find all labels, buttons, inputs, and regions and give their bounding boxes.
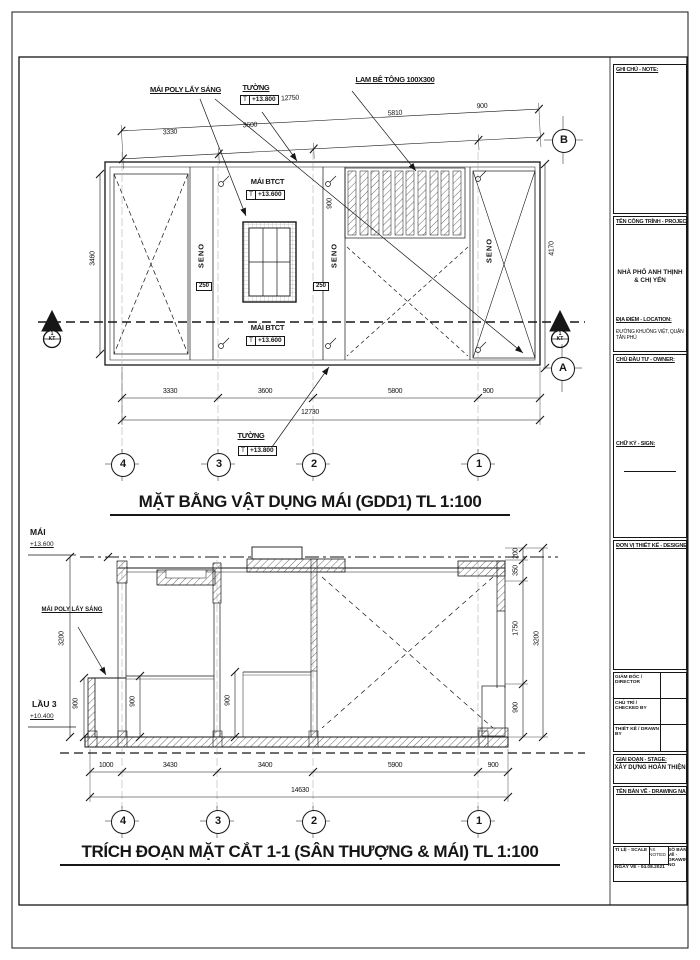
titleblock-designer-box: ĐƠN VỊ THIẾT KẾ - DESIGNER: xyxy=(613,540,687,670)
rail-dim-1: 900 xyxy=(72,698,80,709)
titleblock-project-box: TÊN CÔNG TRÌNH - PROJECT: NHÀ PHỐ ANH TH… xyxy=(613,216,687,352)
drawing-no-label: SỐ BẢN VẼ - DRAWING NO xyxy=(668,848,687,868)
section-dim-5900: 5900 xyxy=(387,762,403,769)
date-label: NGÀY VẼ - 04.08.2021 xyxy=(615,865,665,870)
scale-label: TỈ LỆ - SCALE xyxy=(614,847,650,865)
dim-right-4170: 4170 xyxy=(548,241,556,256)
titleblock-owner-box: CHỦ ĐẦU TƯ - OWNER: CHỮ KÝ - SIGN: xyxy=(613,354,687,538)
dim-bottom-3: 5800 xyxy=(387,388,403,395)
grid-bubble-2: 2 xyxy=(302,453,326,477)
rail-dim-3: 900 xyxy=(224,695,232,706)
plan-btct-label-bottom: MÁI BTCT xyxy=(250,323,285,332)
stage-box: GIAI ĐOẠN - STAGE: XÂY DỰNG HOÀN THIỆN xyxy=(613,754,687,784)
scale-value: AS NOTED xyxy=(648,847,669,865)
grid-bubble-b: B xyxy=(552,129,576,153)
section-poly-label: MÁI POLY LẤY SÁNG xyxy=(41,607,103,613)
titleblock-note-box: GHI CHÚ - NOTE: xyxy=(613,64,687,214)
dim-bottom-1: 3330 xyxy=(162,388,178,395)
scale-date-box: TỈ LỆ - SCALE AS NOTED SỐ BẢN VẼ - DRAWI… xyxy=(613,846,687,882)
section-roof-level: +13.600 xyxy=(30,541,54,548)
plan-wall-label-top: TƯỜNG xyxy=(242,83,270,92)
section-dim-3400: 3400 xyxy=(257,762,273,769)
project-name: NHÀ PHỐ ANH THỊNH & CHỊ YẾN xyxy=(617,269,683,284)
sign-header: CHỮ KÝ - SIGN: xyxy=(616,441,656,447)
drawn-label: THIẾT KẾ / DRAWN BY xyxy=(614,725,661,751)
plan-poly-label: MÁI POLY LẤY SÁNG xyxy=(149,85,222,94)
plan-btct-label-top: MÁI BTCT xyxy=(250,177,285,186)
btct-level-tag-top: T+13.600 xyxy=(246,190,285,200)
plan-title: MẶT BẰNG VẬT DỤNG MÁI (GDD1) TL 1:100 xyxy=(110,492,510,516)
section-dim-1000: 1000 xyxy=(98,762,114,769)
wall-level-tag-top: T+13.800 xyxy=(240,95,279,105)
seno-width-tag-right: 250 xyxy=(313,282,330,291)
rail-dim-2: 900 xyxy=(129,696,137,707)
note-header: GHI CHÚ - NOTE: xyxy=(616,67,659,73)
plan-louver-label: LAM BÊ TÔNG 100X300 xyxy=(355,75,435,84)
director-row: GIÁM ĐỐC / DIRECTOR xyxy=(613,672,687,700)
stage-header: GIAI ĐOẠN - STAGE: xyxy=(616,757,667,763)
section-dim-350: 350 xyxy=(512,565,520,576)
signature-line xyxy=(624,471,676,472)
section-dim-900-bottom: 900 xyxy=(487,762,499,769)
drawing-name-box: TÊN BẢN VẼ - DRAWING NAME: xyxy=(613,786,687,844)
grid-bubble-4: 4 xyxy=(111,453,135,477)
seno-label-right: SENO xyxy=(484,237,494,264)
seno-label-mid: SENO xyxy=(329,242,339,269)
section-lau3-label: LẦU 3 xyxy=(32,699,57,709)
btct-level-tag-bottom: T+13.600 xyxy=(246,336,285,346)
drawing-name-header: TÊN BẢN VẼ - DRAWING NAME: xyxy=(616,789,686,795)
grid-bubble-a: A xyxy=(551,357,575,381)
section-bubble-3: 3 xyxy=(206,810,230,834)
section-roof-label: MÁI xyxy=(30,527,46,537)
section-bubble-2: 2 xyxy=(302,810,326,834)
section-dim-3430: 3430 xyxy=(162,762,178,769)
section-dim-left-3200: 3200 xyxy=(58,631,66,646)
seno-width-tag-left: 250 xyxy=(196,282,213,291)
seno-label-left: SENO xyxy=(196,242,206,269)
owner-header: CHỦ ĐẦU TƯ - OWNER: xyxy=(616,357,675,363)
plan-wall-label-bottom: TƯỜNG xyxy=(237,431,265,440)
project-header: TÊN CÔNG TRÌNH - PROJECT: xyxy=(616,219,687,225)
dim-total-bottom: 12730 xyxy=(301,409,319,416)
dim-900-louver: 900 xyxy=(326,198,334,209)
section-dim-total: 14630 xyxy=(291,787,309,794)
drawn-row: THIẾT KẾ / DRAWN BY xyxy=(613,724,687,752)
grid-bubble-1: 1 xyxy=(467,453,491,477)
section-bubble-1: 1 xyxy=(467,810,491,834)
section-lau3-level: +10.400 xyxy=(30,713,54,720)
director-label: GIÁM ĐỐC / DIRECTOR xyxy=(614,673,661,699)
checked-label: CHỦ TRÌ / CHECKED BY xyxy=(614,699,661,725)
location-header: ĐỊA ĐIỂM - LOCATION: xyxy=(616,317,672,323)
checked-row: CHỦ TRÌ / CHECKED BY xyxy=(613,698,687,726)
dim-bottom-4: 900 xyxy=(482,388,494,395)
designer-header: ĐƠN VỊ THIẾT KẾ - DESIGNER: xyxy=(616,543,687,549)
dim-bottom-2: 3600 xyxy=(257,388,273,395)
section-dim-1750: 1750 xyxy=(512,621,520,636)
section-dim-900-right: 900 xyxy=(512,702,520,713)
wall-level-tag-bottom: T+13.800 xyxy=(238,446,277,456)
section-bubble-4: 4 xyxy=(111,810,135,834)
section-dim-3200-right: 3200 xyxy=(533,631,541,646)
location-value: ĐƯỜNG KHUÔNG VIỆT, QUẬN TÂN PHÚ xyxy=(616,329,684,341)
grid-bubble-3: 3 xyxy=(207,453,231,477)
dim-left-3460: 3460 xyxy=(89,251,97,266)
stage-value: XÂY DỰNG HOÀN THIỆN xyxy=(614,765,686,771)
section-title: TRÍCH ĐOẠN MẶT CẮT 1-1 (SÂN THƯỢNG & MÁI… xyxy=(60,842,560,866)
